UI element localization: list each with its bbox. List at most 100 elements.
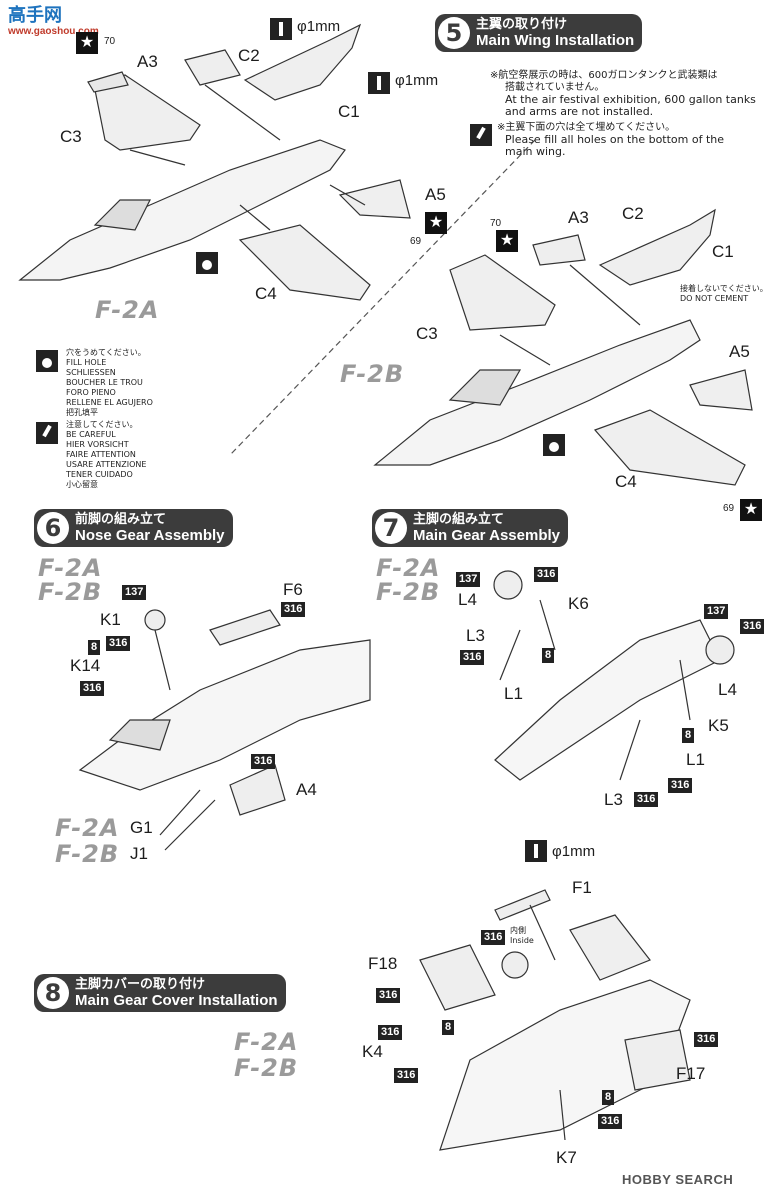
paint-code-badge: 316: [460, 650, 485, 665]
part-label: K5: [708, 716, 729, 735]
paint-code-badge: 316: [598, 1114, 623, 1129]
drill-hole-icon: [525, 840, 547, 862]
step5-header: 5 主翼の取り付け Main Wing Installation: [435, 14, 643, 52]
part-label: G1: [130, 818, 153, 837]
step7-header: 7 主脚の組み立て Main Gear Assembly: [372, 509, 569, 547]
step6-title-jp: 前脚の組み立て: [75, 512, 167, 527]
step8-number: 8: [37, 977, 69, 1009]
step5-note2-jp: ※主翼下面の穴は全て埋めてください。: [497, 122, 676, 133]
part-label: F17: [676, 1064, 706, 1083]
decal-number-70: 70: [490, 218, 502, 229]
paint-code-badge: 316: [106, 636, 131, 651]
do-not-cement-jp: 接着しないでください。: [680, 284, 768, 293]
step5-note2-en-b: main wing.: [505, 145, 566, 158]
paint-code-badge: 137: [704, 604, 729, 619]
model-variant-label: F-2A: [376, 554, 441, 582]
paint-code-badge: 316: [281, 602, 306, 617]
part-label: A3: [137, 52, 158, 71]
part-label: C4: [255, 284, 277, 303]
model-variant-label: F-2B: [234, 1054, 299, 1082]
watermark-site-url: www.gaoshou.com: [8, 26, 99, 37]
do-not-cement-en: DO NOT CEMENT: [680, 294, 749, 303]
part-label: A3: [568, 208, 589, 227]
decal-star-icon: ★: [496, 230, 518, 252]
paint-code-badge: 8: [542, 648, 555, 663]
inside-label-en: Inside: [510, 936, 534, 945]
step5-note2-en-a: Please fill all holes on the bottom of t…: [505, 133, 725, 146]
decal-star-icon: ★: [740, 499, 762, 521]
part-label: K6: [568, 594, 589, 613]
paint-code-badge: 8: [88, 640, 101, 655]
paint-code-badge: 137: [122, 585, 147, 600]
step8-title-en: Main Gear Cover Installation: [75, 992, 278, 1009]
model-variant-label: F-2A: [38, 554, 103, 582]
model-variant-label: F-2A: [234, 1028, 299, 1056]
step7-number: 7: [375, 512, 407, 544]
drill-hole-icon: [368, 72, 390, 94]
paint-code-badge: 316: [740, 619, 765, 634]
part-label: A5: [425, 185, 446, 204]
model-variant-label: F-2A: [95, 296, 160, 324]
paint-code-badge: 316: [80, 681, 105, 696]
paint-code-badge: 316: [534, 567, 559, 582]
step7-title-en: Main Gear Assembly: [413, 527, 561, 544]
part-label: L4: [718, 680, 737, 699]
model-variant-label: F-2B: [340, 360, 405, 388]
step5-note1-en-a: At the air festival exhibition, 600 gall…: [505, 93, 756, 106]
decal-number-69: 69: [410, 236, 422, 247]
step5-title-en: Main Wing Installation: [476, 32, 635, 49]
watermark-gaoshou: 高手网 www.gaoshou.com: [8, 5, 99, 38]
paint-code-badge: 8: [602, 1090, 615, 1105]
part-label: A4: [296, 780, 317, 799]
fill-hole-icon: [196, 252, 218, 274]
paint-code-badge: 316: [376, 988, 401, 1003]
paint-code-badge: 316: [251, 754, 276, 769]
step8-title-jp: 主脚カバーの取り付け: [75, 977, 206, 992]
part-label: A5: [729, 342, 750, 361]
careful-brush-icon: [470, 124, 492, 146]
decal-number-69: 69: [723, 503, 735, 514]
part-label: K7: [556, 1148, 577, 1167]
step6-header: 6 前脚の組み立て Nose Gear Assembly: [34, 509, 233, 547]
careful-brush-icon: [36, 422, 58, 444]
decal-star-icon: ★: [425, 212, 447, 234]
part-label: C2: [622, 204, 644, 223]
model-variant-label: F-2A: [55, 814, 120, 842]
paint-code-badge: 316: [694, 1032, 719, 1047]
fill-hole-icon: [543, 434, 565, 456]
part-label: K14: [70, 656, 101, 675]
step5-hole-size-b: φ1mm: [395, 72, 439, 89]
part-label: K4: [362, 1042, 383, 1061]
paint-code-badge: 316: [668, 778, 693, 793]
part-label: L1: [504, 684, 523, 703]
step5-number: 5: [438, 17, 470, 49]
watermark-site-name: 高手网: [8, 5, 62, 26]
part-label: F6: [283, 580, 303, 599]
fill-hole-icon: [36, 350, 58, 372]
decal-number-70: 70: [104, 36, 116, 47]
paint-code-badge: 316: [394, 1068, 419, 1083]
step6-number: 6: [37, 512, 69, 544]
legend-fill-hole: 穴をうめてください。 FILL HOLE SCHLIESSEN BOUCHER …: [66, 348, 153, 417]
part-label: L1: [686, 750, 705, 769]
legend-careful: 注意してください。 BE CAREFUL HIER VORSICHT FAIRE…: [66, 420, 147, 489]
model-variant-label: F-2B: [55, 840, 120, 868]
inside-label-jp: 内側: [510, 926, 526, 935]
part-label: J1: [130, 844, 148, 863]
step5-hole-size-a: φ1mm: [297, 18, 341, 35]
part-label: K1: [100, 610, 121, 629]
step8-header: 8 主脚カバーの取り付け Main Gear Cover Installatio…: [34, 974, 286, 1012]
part-label: C1: [338, 102, 360, 121]
part-label: F1: [572, 878, 592, 897]
decal-star-icon: ★: [76, 32, 98, 54]
watermark-hobbysearch: HOBBY SEARCH: [622, 1172, 734, 1187]
part-label: C1: [712, 242, 734, 261]
part-label: L3: [604, 790, 623, 809]
paint-code-badge: 8: [682, 728, 695, 743]
model-variant-label: F-2B: [38, 578, 103, 606]
paint-code-badge: 316: [378, 1025, 403, 1040]
part-label: C3: [416, 324, 438, 343]
step5-note1-jp-b: 搭載されていません。: [505, 82, 605, 93]
step7-title-jp: 主脚の組み立て: [413, 512, 505, 527]
